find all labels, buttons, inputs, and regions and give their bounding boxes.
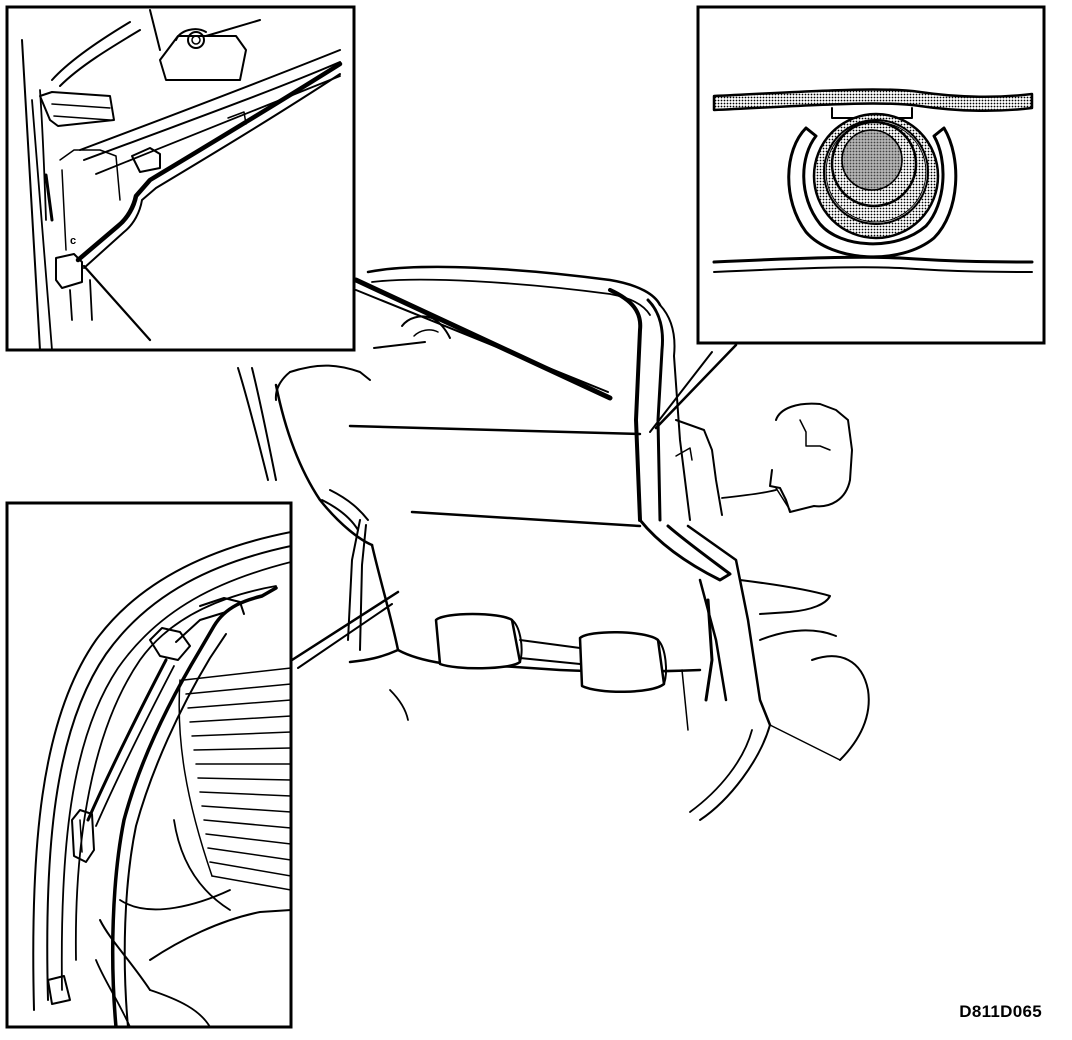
pillar-edge xyxy=(251,367,277,481)
carpet-texture xyxy=(178,667,291,891)
trim-rail-upper xyxy=(712,88,1034,113)
parcel-shelf xyxy=(366,265,662,307)
callout-leader xyxy=(353,277,613,401)
seat-seam xyxy=(410,510,642,528)
seat-cushion xyxy=(348,543,400,664)
seat-cushion xyxy=(681,669,689,731)
belt-anchor xyxy=(799,419,831,451)
seat-back-outline xyxy=(274,371,291,401)
inset-top-right xyxy=(696,5,1046,345)
inset-marker-label: c xyxy=(70,235,76,247)
retainer-clip xyxy=(787,126,958,259)
main-view xyxy=(237,265,870,821)
quarter-trim-panel xyxy=(608,288,643,522)
inset-top-left: c xyxy=(5,5,356,352)
body-line xyxy=(759,629,837,641)
body-line xyxy=(769,724,841,761)
seat-cushion xyxy=(389,689,409,721)
body-line xyxy=(689,729,753,813)
parcel-shelf xyxy=(373,341,426,349)
seat-cushion xyxy=(347,519,361,641)
body-line xyxy=(811,655,870,761)
seat-cushion xyxy=(321,499,359,531)
quarter-trim-panel xyxy=(675,419,723,516)
belt-anchor xyxy=(769,402,853,513)
belt-buckle-left xyxy=(434,612,581,670)
figure-code: D811D065 xyxy=(959,1002,1042,1021)
quarter-trim-panel xyxy=(686,524,772,727)
quarter-trim-panel xyxy=(646,298,664,522)
seat-seam xyxy=(348,424,642,436)
callout-leader xyxy=(654,343,738,430)
quarter-trim-panel xyxy=(704,598,714,702)
callout-leader xyxy=(649,351,713,433)
belt-buckle-right xyxy=(578,631,667,693)
pillar-edge xyxy=(237,367,269,481)
parcel-shelf xyxy=(413,329,439,337)
seat-cushion xyxy=(359,524,367,651)
quarter-trim-panel xyxy=(638,518,732,582)
quarter-trim-panel xyxy=(698,578,728,702)
seat-back-outline xyxy=(289,364,371,381)
parcel-shelf xyxy=(371,278,651,316)
belt-anchor xyxy=(721,489,777,499)
callout-leader xyxy=(290,590,400,662)
body-line xyxy=(739,579,831,615)
quarter-trim-panel xyxy=(675,447,693,461)
inset-bottom-left xyxy=(5,501,293,1029)
quarter-trim-panel xyxy=(659,304,691,521)
callout-leader xyxy=(355,289,609,393)
belt-anchor xyxy=(775,487,791,511)
seat-cushion xyxy=(329,489,369,521)
body-line xyxy=(699,724,771,821)
callout-leader xyxy=(297,603,393,669)
